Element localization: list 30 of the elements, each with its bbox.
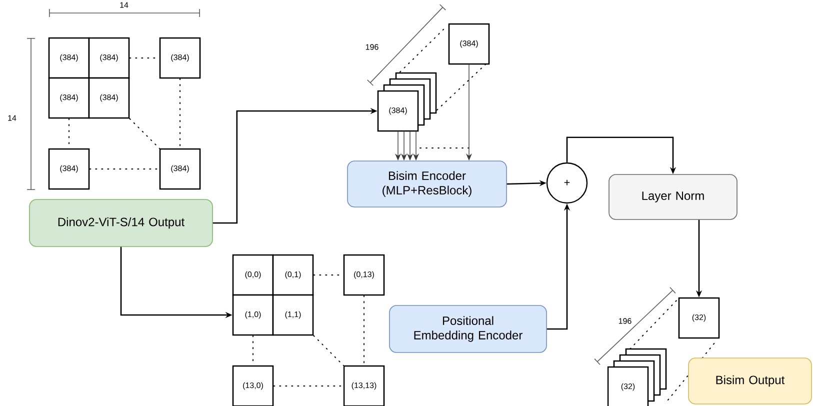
process-box: Positional Embedding Encoder <box>389 305 547 353</box>
grid-cell: (0,13) <box>343 254 385 296</box>
grid-cell: (1,1) <box>272 294 314 336</box>
grid-cell: (1,0) <box>232 294 274 336</box>
process-box: Bisim Output <box>688 358 812 404</box>
ellipsis-dots <box>89 168 160 170</box>
grid-cell: (384) <box>159 148 201 190</box>
process-box: Layer Norm <box>608 174 738 220</box>
grid-cell: (384) <box>48 148 90 190</box>
dimension-label: 14 <box>8 115 16 121</box>
grid-cell: (384) <box>159 37 201 79</box>
dimension-label: 196 <box>618 318 632 324</box>
vector-box: (384) <box>377 90 419 132</box>
grid-cell: (384) <box>48 77 90 119</box>
grid-cell: (13,13) <box>343 365 385 406</box>
dimension-label: 196 <box>366 44 378 50</box>
grid-cell: (384) <box>48 37 90 79</box>
process-box: Bisim Encoder (MLP+ResBlock) <box>347 160 507 208</box>
grid-cell: (384) <box>88 37 130 79</box>
process-box: Dinov2-ViT-S/14 Output <box>29 199 213 247</box>
dimension-label: 14 <box>120 2 128 8</box>
vector-box: (32) <box>607 366 649 406</box>
grid-cell: (0,1) <box>272 254 314 296</box>
grid-cell: (13,0) <box>232 365 274 406</box>
vector-box: (384) <box>448 23 490 65</box>
vector-box: (32) <box>678 297 720 339</box>
grid-cell: (384) <box>88 77 130 119</box>
ellipsis-dots <box>129 118 160 149</box>
grid-cell: (0,0) <box>232 254 274 296</box>
ellipsis-dots <box>313 335 344 366</box>
